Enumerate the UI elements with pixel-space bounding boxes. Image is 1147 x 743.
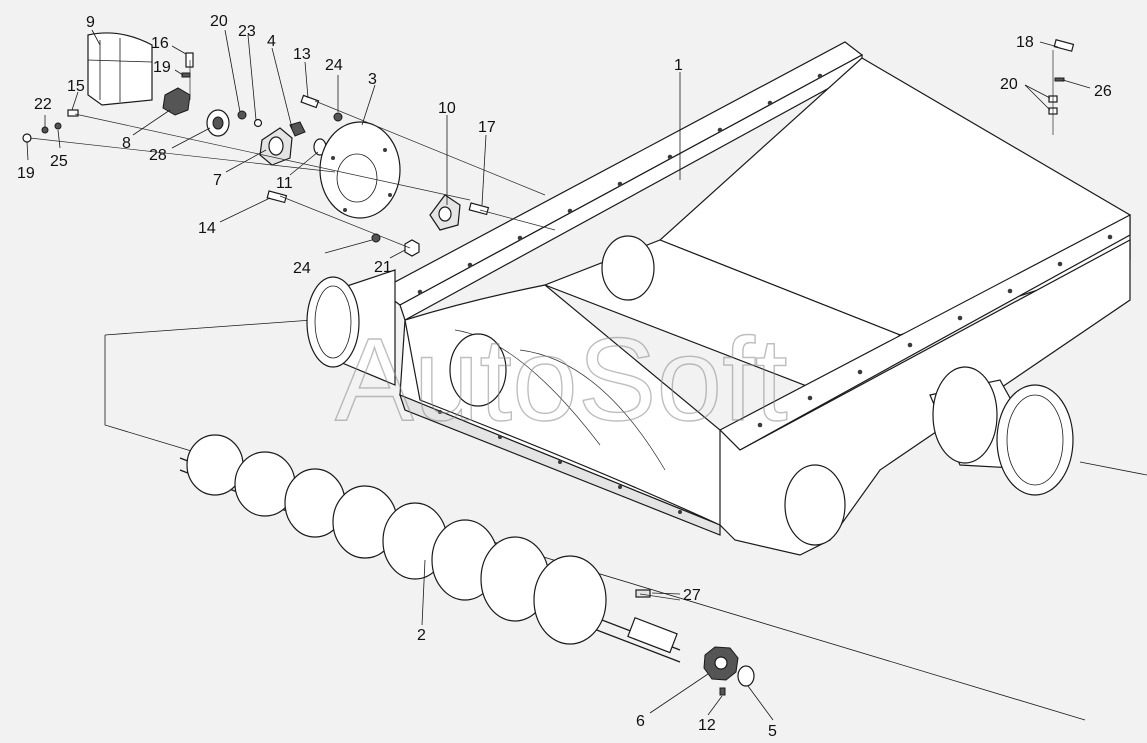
star-wheel (162, 87, 191, 116)
auger-housing (306, 41, 1131, 556)
drive-sprocket (703, 646, 739, 681)
callout-5: 5 (768, 723, 777, 740)
nut-19 (22, 133, 32, 143)
callout-22: 22 (34, 96, 52, 113)
callout-7: 7 (213, 172, 222, 189)
bolt-13 (300, 94, 320, 109)
callout-11: 11 (276, 175, 293, 192)
bolt-15 (67, 109, 79, 117)
assembly-axis-lines (29, 60, 681, 601)
callout-21: 21 (374, 259, 392, 276)
callout-26: 26 (1094, 83, 1112, 100)
housing-inner-hole (601, 235, 655, 301)
callout-25: 25 (50, 153, 68, 170)
callout-8: 8 (122, 135, 131, 152)
bolt-16 (185, 52, 194, 68)
auger-shaft-end (627, 617, 678, 654)
callout-1: 1 (674, 57, 683, 74)
washer-22 (41, 126, 49, 134)
watermark: AutoSoft (335, 314, 788, 446)
washer-26 (1054, 77, 1065, 82)
callout-9: 9 (86, 14, 95, 31)
callout-12: 12 (698, 717, 716, 734)
frame-line-top (104, 317, 341, 336)
clip-4 (289, 121, 306, 137)
callout-17: 17 (478, 119, 496, 136)
callout-2: 2 (417, 627, 426, 644)
housing-end-hole (449, 333, 507, 407)
callout-19-left: 19 (17, 165, 35, 182)
callout-20-left: 20 (210, 13, 228, 30)
callout-27: 27 (683, 587, 701, 604)
washer-19-top (181, 72, 191, 78)
callout-24-top: 24 (325, 57, 343, 74)
right-tube (929, 366, 1074, 496)
callout-16: 16 (151, 35, 169, 52)
callout-15: 15 (67, 78, 85, 95)
washer-24-top (333, 112, 343, 122)
washer-25 (54, 122, 62, 130)
bolt-17 (468, 202, 490, 216)
bolt-18 (1053, 39, 1075, 52)
frame-line-right (1079, 461, 1147, 476)
washer-24-bottom (371, 233, 381, 243)
housing-lower-lip (399, 393, 721, 536)
left-tube (306, 269, 396, 386)
bearing-inner (212, 116, 224, 130)
bearing-cap-bore (438, 206, 452, 222)
callout-19-top: 19 (153, 59, 171, 76)
callout-4: 4 (267, 33, 276, 50)
callout-18: 18 (1016, 34, 1034, 51)
bolt-14 (266, 190, 288, 204)
callout-3: 3 (368, 71, 377, 88)
callout-6: 6 (636, 713, 645, 730)
auger-screw (179, 434, 681, 663)
callout-28: 28 (149, 147, 167, 164)
nut-21 (404, 239, 420, 257)
trough-curve-1 (519, 349, 666, 471)
callout-24-bottom: 24 (293, 260, 311, 277)
callout-20-right: 20 (1000, 76, 1018, 93)
callout-14: 14 (198, 220, 216, 237)
bolt-12 (719, 687, 726, 696)
callout-13: 13 (293, 46, 311, 63)
leader-lines (26, 29, 1091, 721)
washer-23 (253, 118, 263, 128)
snap-ring (737, 665, 755, 687)
housing-side-hole (784, 464, 846, 546)
rail-holes (417, 73, 1113, 514)
callout-labels: 1 2 3 4 5 6 7 8 9 10 11 12 13 14 15 16 1… (17, 13, 1112, 740)
guard-cover (87, 32, 153, 106)
nut-20 (237, 110, 247, 120)
callout-23: 23 (238, 23, 256, 40)
frame-line-left (104, 335, 1086, 721)
key-27 (635, 589, 651, 598)
auger-flights (186, 434, 607, 645)
callout-10: 10 (438, 100, 456, 117)
trough-curve-2 (454, 329, 601, 446)
flange-bore (268, 136, 284, 156)
